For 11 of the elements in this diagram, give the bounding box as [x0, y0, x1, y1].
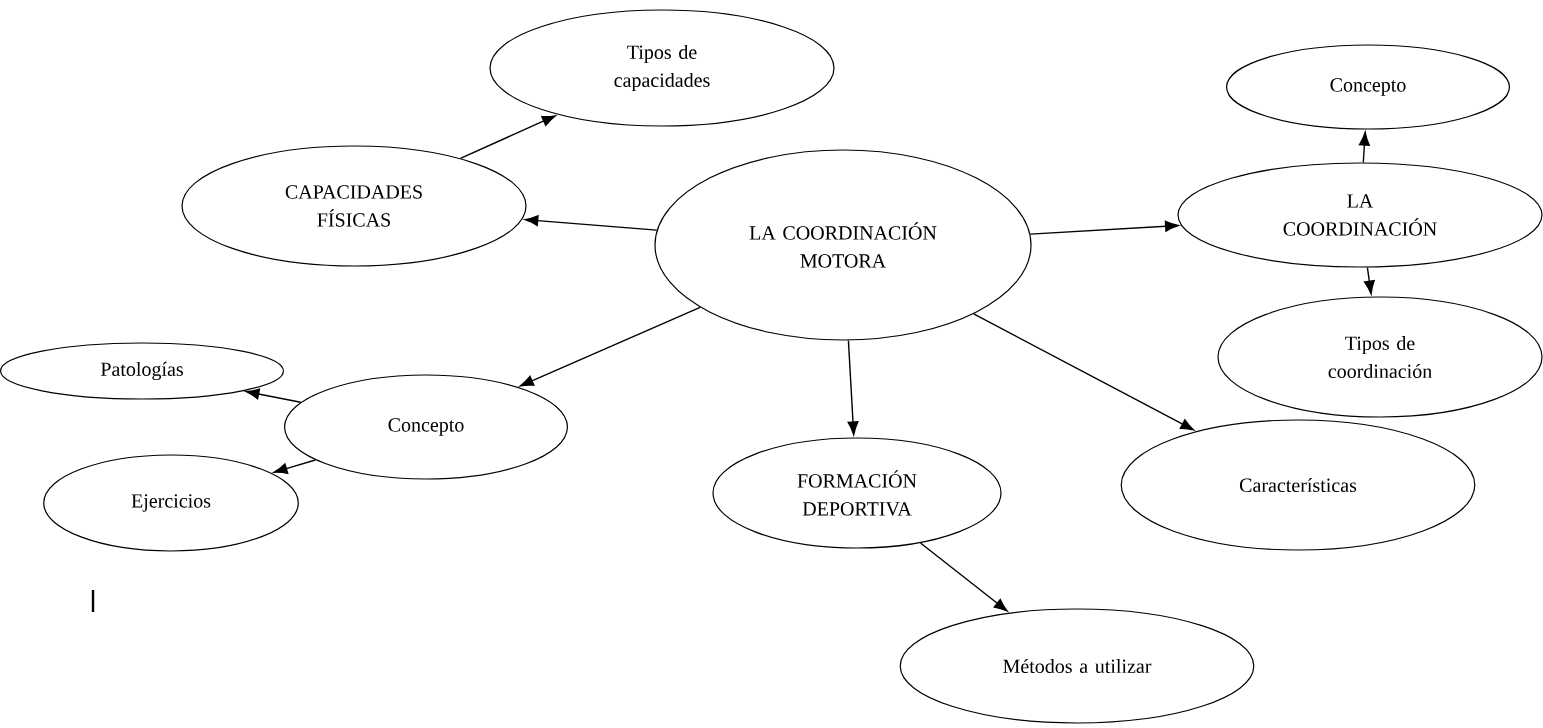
arrow: [847, 339, 859, 436]
arrow: [245, 388, 302, 403]
arrow: [524, 215, 658, 231]
arrow: [1358, 131, 1370, 164]
arrow: [919, 542, 1008, 612]
arrow: [519, 306, 701, 387]
arrow: [273, 459, 317, 474]
arrow: [1363, 266, 1375, 295]
arrow: [1029, 220, 1179, 235]
arrow: [459, 115, 556, 159]
arrow: [972, 313, 1195, 431]
